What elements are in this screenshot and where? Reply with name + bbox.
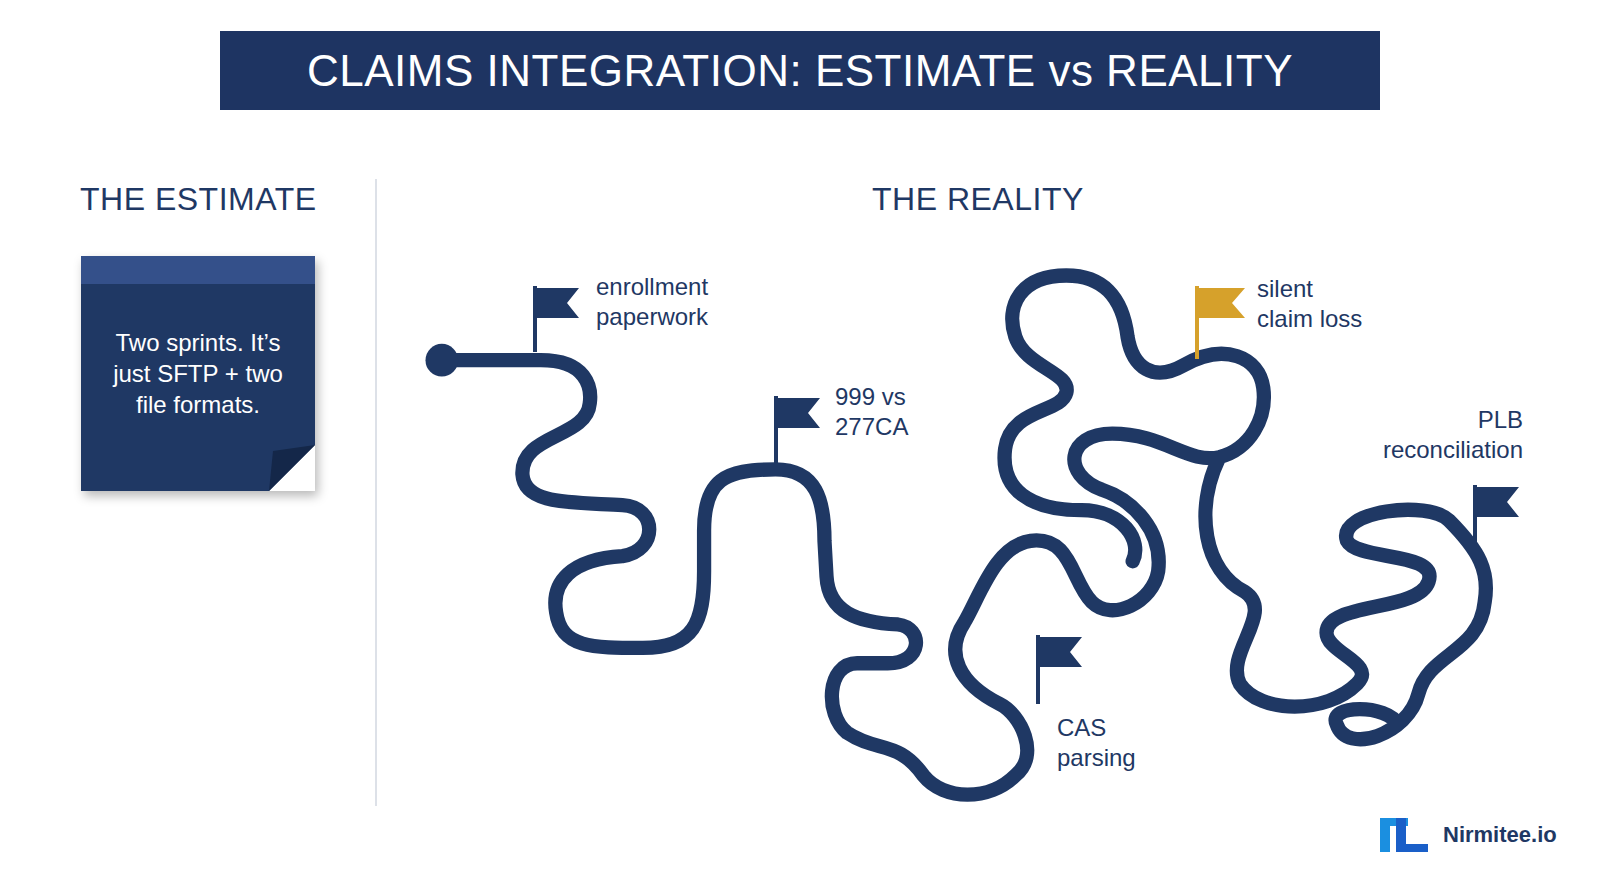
- note-band: [81, 256, 315, 284]
- sticky-note: Two sprints. It’s just SFTP + two file f…: [81, 256, 315, 491]
- divider-line: [375, 179, 377, 806]
- flag: [776, 396, 820, 464]
- warning-flag: [1197, 286, 1245, 359]
- flag-label: 999 vs 277CA: [835, 382, 945, 442]
- brand-logo: [1380, 818, 1428, 852]
- flag-label: enrollment paperwork: [596, 272, 756, 332]
- flag-label: silent claim loss: [1257, 274, 1369, 334]
- flag-label: CAS parsing: [1057, 713, 1167, 773]
- winding-road: [442, 276, 1486, 795]
- note-text: Two sprints. It’s just SFTP + two file f…: [103, 327, 293, 420]
- flag: [1475, 485, 1519, 556]
- flag-label: PLB reconciliation: [1345, 405, 1523, 465]
- flag: [535, 286, 579, 352]
- folded-corner: [269, 445, 315, 491]
- watermark: Nirmitee.io: [1443, 822, 1557, 848]
- section-heading: THE REALITY: [872, 180, 1084, 218]
- title-banner: CLAIMS INTEGRATION: ESTIMATE vs REALITY: [220, 31, 1380, 110]
- start-dot: [426, 344, 459, 377]
- section-heading: THE ESTIMATE: [80, 180, 317, 218]
- flag: [1038, 635, 1082, 704]
